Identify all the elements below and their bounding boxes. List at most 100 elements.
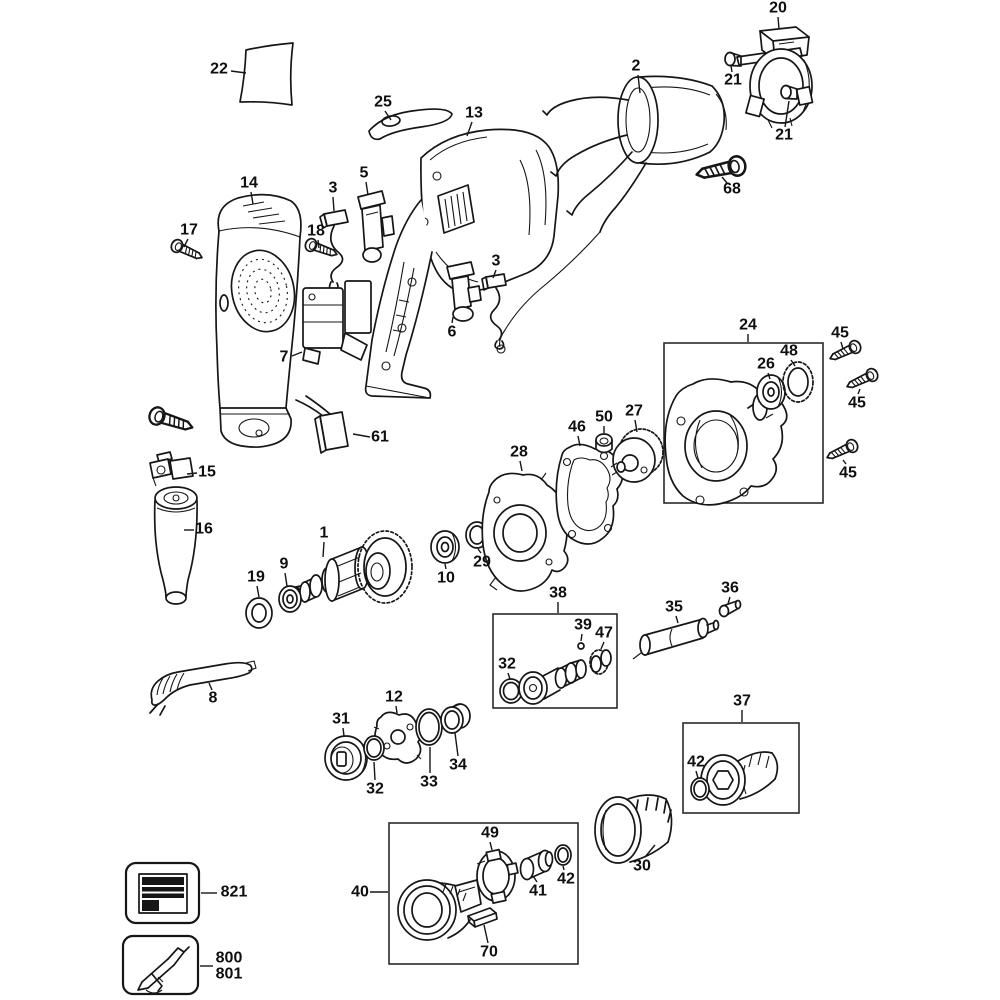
part-5-brush-holder <box>357 190 395 263</box>
callout-6: 6 <box>448 324 457 341</box>
part-10-bearing <box>430 530 460 564</box>
part-16-cord-protector <box>153 486 198 605</box>
callout-leader-42 <box>695 770 699 779</box>
callout-5: 5 <box>360 165 369 182</box>
callout-21: 21 <box>724 72 742 89</box>
callout-37: 37 <box>733 693 751 710</box>
callout-leader-15 <box>186 472 198 475</box>
screw-lower-left <box>146 404 197 437</box>
part-3-lead-wire-left <box>319 209 349 292</box>
callout-18: 18 <box>307 223 325 240</box>
part-33-o-ring <box>415 708 443 746</box>
callout-leader-70 <box>483 924 489 944</box>
part-14-handle-cover <box>215 193 302 448</box>
part-46-gasket <box>555 443 624 545</box>
callout-25: 25 <box>374 94 392 111</box>
part-28-baffle-plate <box>481 472 569 592</box>
callout-1: 1 <box>320 525 329 542</box>
callout-leader-27 <box>634 419 638 433</box>
callout-leader-68 <box>721 176 728 184</box>
callout-leader-12 <box>395 705 398 714</box>
callout-leader-45 <box>840 341 844 350</box>
callout-leader-36 <box>727 596 731 605</box>
callout-leader-32 <box>507 672 511 680</box>
part-50-bushing <box>595 433 613 454</box>
callout-19: 19 <box>247 569 265 586</box>
callout-21: 21 <box>775 127 793 144</box>
callout-leader-19 <box>256 585 260 598</box>
legend-box-800-801 <box>121 934 200 996</box>
callout-36: 36 <box>721 580 739 597</box>
part-30-collar <box>594 794 673 864</box>
part-26-bearing <box>756 374 786 410</box>
part-20-brush-ring <box>736 26 814 129</box>
part-34-cup <box>440 703 471 734</box>
part-6-brush-holder <box>446 261 482 322</box>
part-21-brush-upper <box>724 51 742 67</box>
callout-leader-35 <box>675 615 679 624</box>
callout-leader-47 <box>600 641 605 650</box>
callout-leader-6 <box>451 316 454 324</box>
callout-42: 42 <box>687 754 705 771</box>
callout-leader-13 <box>466 121 473 137</box>
callout-leader-3 <box>492 269 497 279</box>
callout-leader-45 <box>857 388 861 395</box>
warning-label-icon <box>138 873 188 914</box>
part-37-adapter-group <box>690 751 779 806</box>
part-13-housing <box>364 128 560 399</box>
part-45-screw-bottom <box>823 436 861 465</box>
group-box-40 <box>388 822 579 965</box>
part-9-bearing <box>278 585 302 613</box>
callout-24: 24 <box>739 317 757 334</box>
callout-leader-17 <box>183 238 189 248</box>
part-42-ring-a <box>554 844 572 866</box>
callout-leader-46 <box>577 435 581 447</box>
callout-29: 29 <box>473 554 491 571</box>
callout-leader-31 <box>342 727 345 737</box>
part-35-shaft <box>632 617 720 660</box>
part-45-screw-middle <box>843 365 881 394</box>
callout-45: 45 <box>848 395 866 412</box>
callout-leader-7 <box>291 351 303 357</box>
group-box-37 <box>682 722 800 814</box>
callout-leader-21 <box>784 100 790 128</box>
part-25-button <box>368 108 453 141</box>
part-31-knob <box>324 735 368 781</box>
callout-3: 3 <box>492 253 501 270</box>
part-40-clutch-housing-group <box>397 844 572 941</box>
callout-821: 821 <box>221 884 248 901</box>
legend-box-821 <box>124 861 201 925</box>
callout-68: 68 <box>723 181 741 198</box>
callout-9: 9 <box>280 556 289 573</box>
part-45-screw-top <box>826 337 864 366</box>
part-15-cord-clamp <box>149 451 194 487</box>
callout-leader-10 <box>444 563 447 570</box>
callout-leader-5 <box>365 181 369 196</box>
callout-2: 2 <box>632 58 641 75</box>
callout-28: 28 <box>510 444 528 461</box>
callout-leader-39 <box>580 633 583 642</box>
callout-32: 32 <box>498 656 516 673</box>
callout-12: 12 <box>385 689 403 706</box>
callout-leader-9 <box>284 572 288 587</box>
callout-leader-34 <box>454 732 459 757</box>
callout-leader-26 <box>767 372 771 380</box>
callout-leader-3 <box>332 196 335 212</box>
callout-32: 32 <box>366 781 384 798</box>
group-box-38 <box>492 613 618 709</box>
callout-leader-42 <box>562 865 565 871</box>
callout-leader-49 <box>489 841 493 851</box>
part-8-cord-protector <box>149 660 257 716</box>
callout-leader-61 <box>352 433 371 438</box>
callout-leader-2 <box>637 74 641 94</box>
callout-leader-48 <box>790 359 796 367</box>
callout-46: 46 <box>568 419 586 436</box>
callout-14: 14 <box>240 175 258 192</box>
callout-38: 38 <box>549 585 567 602</box>
callout-leader-32 <box>373 761 376 781</box>
part-36-pin <box>718 599 742 618</box>
callout-800: 800 <box>216 950 243 967</box>
callout-8: 8 <box>209 690 218 707</box>
callout-leader-18 <box>317 239 320 249</box>
